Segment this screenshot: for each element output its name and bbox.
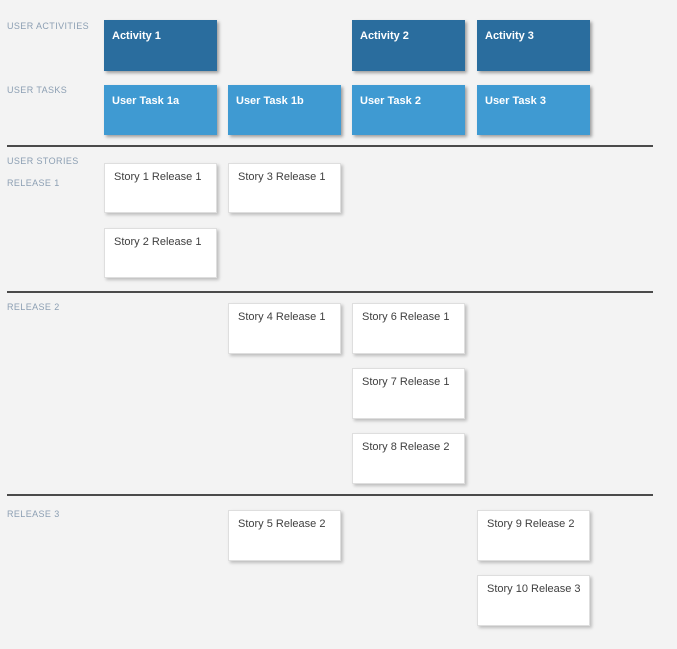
card-story-6-release-1[interactable]: Story 6 Release 1 [352, 303, 465, 354]
card-label: User Task 2 [360, 95, 421, 107]
section-label-release-3: RELEASE 3 [7, 509, 60, 519]
card-story-3-release-1[interactable]: Story 3 Release 1 [228, 163, 341, 213]
section-label-release-2: RELEASE 2 [7, 302, 60, 312]
card-user-task-1b[interactable]: User Task 1b [228, 85, 341, 135]
card-story-8-release-2[interactable]: Story 8 Release 2 [352, 433, 465, 484]
card-label: Story 10 Release 3 [487, 583, 580, 595]
card-label: User Task 1b [236, 95, 304, 107]
card-label: Story 9 Release 2 [487, 518, 575, 530]
card-user-task-2[interactable]: User Task 2 [352, 85, 465, 135]
card-label: Story 1 Release 1 [114, 171, 202, 183]
card-user-task-1a[interactable]: User Task 1a [104, 85, 217, 135]
card-label: Story 3 Release 1 [238, 171, 326, 183]
card-label: Activity 1 [112, 30, 161, 42]
card-label: Story 5 Release 2 [238, 518, 326, 530]
card-story-9-release-2[interactable]: Story 9 Release 2 [477, 510, 590, 561]
card-activity-1[interactable]: Activity 1 [104, 20, 217, 71]
card-story-2-release-1[interactable]: Story 2 Release 1 [104, 228, 217, 278]
card-label: Story 8 Release 2 [362, 441, 450, 453]
card-user-task-3[interactable]: User Task 3 [477, 85, 590, 135]
release-divider [7, 291, 653, 293]
card-label: Activity 2 [360, 30, 409, 42]
card-story-5-release-2[interactable]: Story 5 Release 2 [228, 510, 341, 561]
card-activity-3[interactable]: Activity 3 [477, 20, 590, 71]
card-label: Activity 3 [485, 30, 534, 42]
section-label-release-1: RELEASE 1 [7, 178, 60, 188]
card-story-10-release-3[interactable]: Story 10 Release 3 [477, 575, 590, 626]
card-label: Story 2 Release 1 [114, 236, 202, 248]
section-label-user-stories: USER STORIES [7, 156, 79, 166]
card-label: User Task 1a [112, 95, 180, 107]
release-divider [7, 145, 653, 147]
card-activity-2[interactable]: Activity 2 [352, 20, 465, 71]
section-label-user-activities: USER ACTIVITIES [7, 21, 90, 31]
card-label: Story 6 Release 1 [362, 311, 450, 323]
card-story-7-release-1[interactable]: Story 7 Release 1 [352, 368, 465, 419]
card-story-4-release-1[interactable]: Story 4 Release 1 [228, 303, 341, 354]
section-label-user-tasks: USER TASKS [7, 85, 68, 95]
card-label: Story 4 Release 1 [238, 311, 326, 323]
card-story-1-release-1[interactable]: Story 1 Release 1 [104, 163, 217, 213]
card-label: Story 7 Release 1 [362, 376, 450, 388]
card-label: User Task 3 [485, 95, 546, 107]
release-divider [7, 494, 653, 496]
